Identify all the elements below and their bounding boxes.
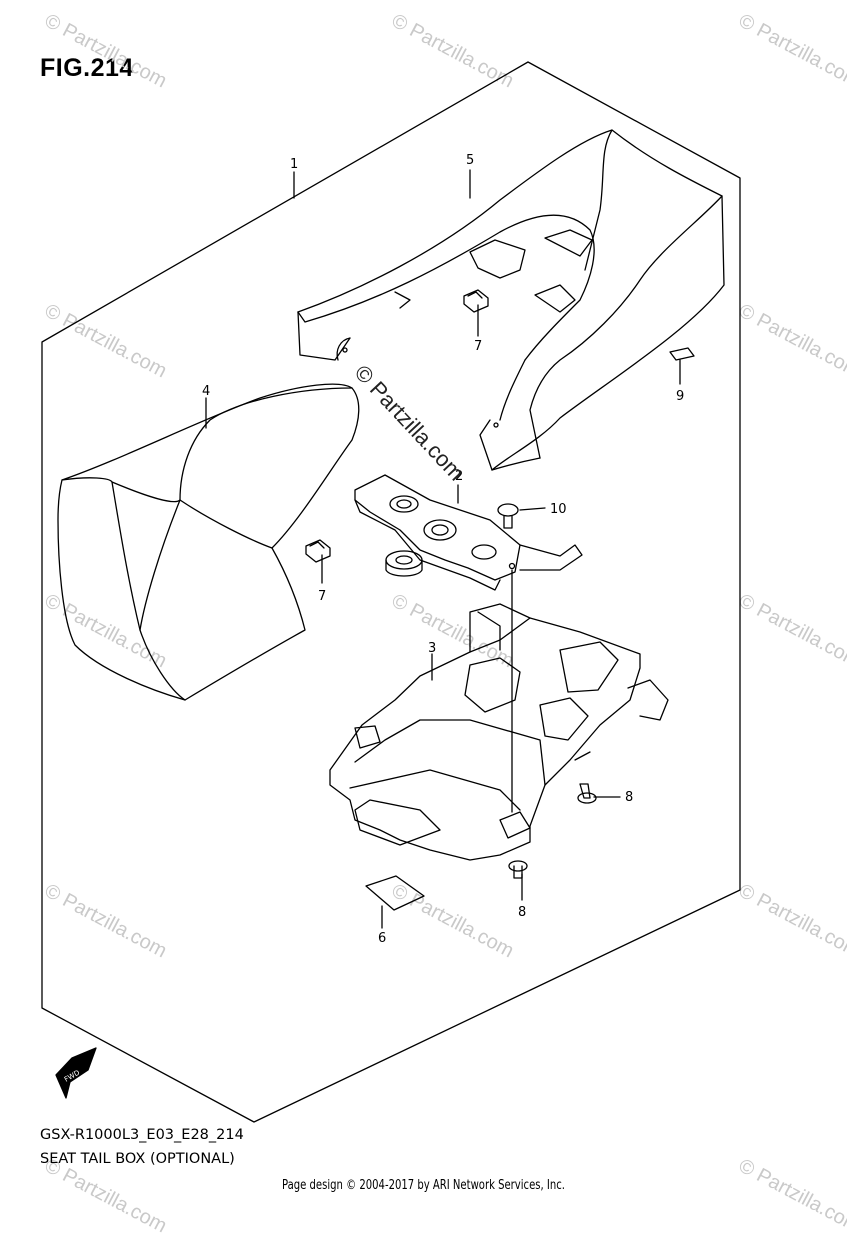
screw-part-8-right xyxy=(577,783,597,804)
grommet-part xyxy=(385,550,423,577)
tail-box-shell xyxy=(297,129,725,471)
callout-3: 3 xyxy=(428,641,436,656)
pad-part-6 xyxy=(365,875,425,911)
callout-8-lower: 8 xyxy=(518,905,526,920)
clip-part-lower xyxy=(305,539,331,563)
callout-9: 9 xyxy=(676,389,684,404)
callout-1: 1 xyxy=(290,157,298,172)
figure-code: GSX-R1000L3_E03_E28_214 xyxy=(40,1127,244,1143)
screw-part-8-lower xyxy=(508,860,528,879)
footer-copyright: Page design © 2004-2017 by ARI Network S… xyxy=(282,1178,565,1193)
callout-10: 10 xyxy=(550,502,567,517)
figure-title: FIG.214 xyxy=(40,54,134,82)
base-tray xyxy=(329,603,669,861)
assembly-outline xyxy=(41,61,741,1123)
parts-diagram: 1 2 3 4 5 6 7 7 8 8 9 10 FWD xyxy=(41,61,741,1123)
fwd-arrow-icon xyxy=(55,1047,97,1099)
clip-part-upper xyxy=(463,289,489,313)
callout-5: 5 xyxy=(466,153,474,168)
callout-6: 6 xyxy=(378,931,386,946)
screw-part-10 xyxy=(497,503,519,529)
callout-8-right: 8 xyxy=(625,790,633,805)
callout-7-lower: 7 xyxy=(318,589,326,604)
seat-cover xyxy=(57,383,360,701)
figure-name: SEAT TAIL BOX (OPTIONAL) xyxy=(40,1151,235,1167)
bracket-plate xyxy=(354,474,583,591)
callout-4: 4 xyxy=(202,384,210,399)
callout-2: 2 xyxy=(455,469,463,484)
pad-part xyxy=(669,347,695,361)
callout-7-upper: 7 xyxy=(474,339,482,354)
